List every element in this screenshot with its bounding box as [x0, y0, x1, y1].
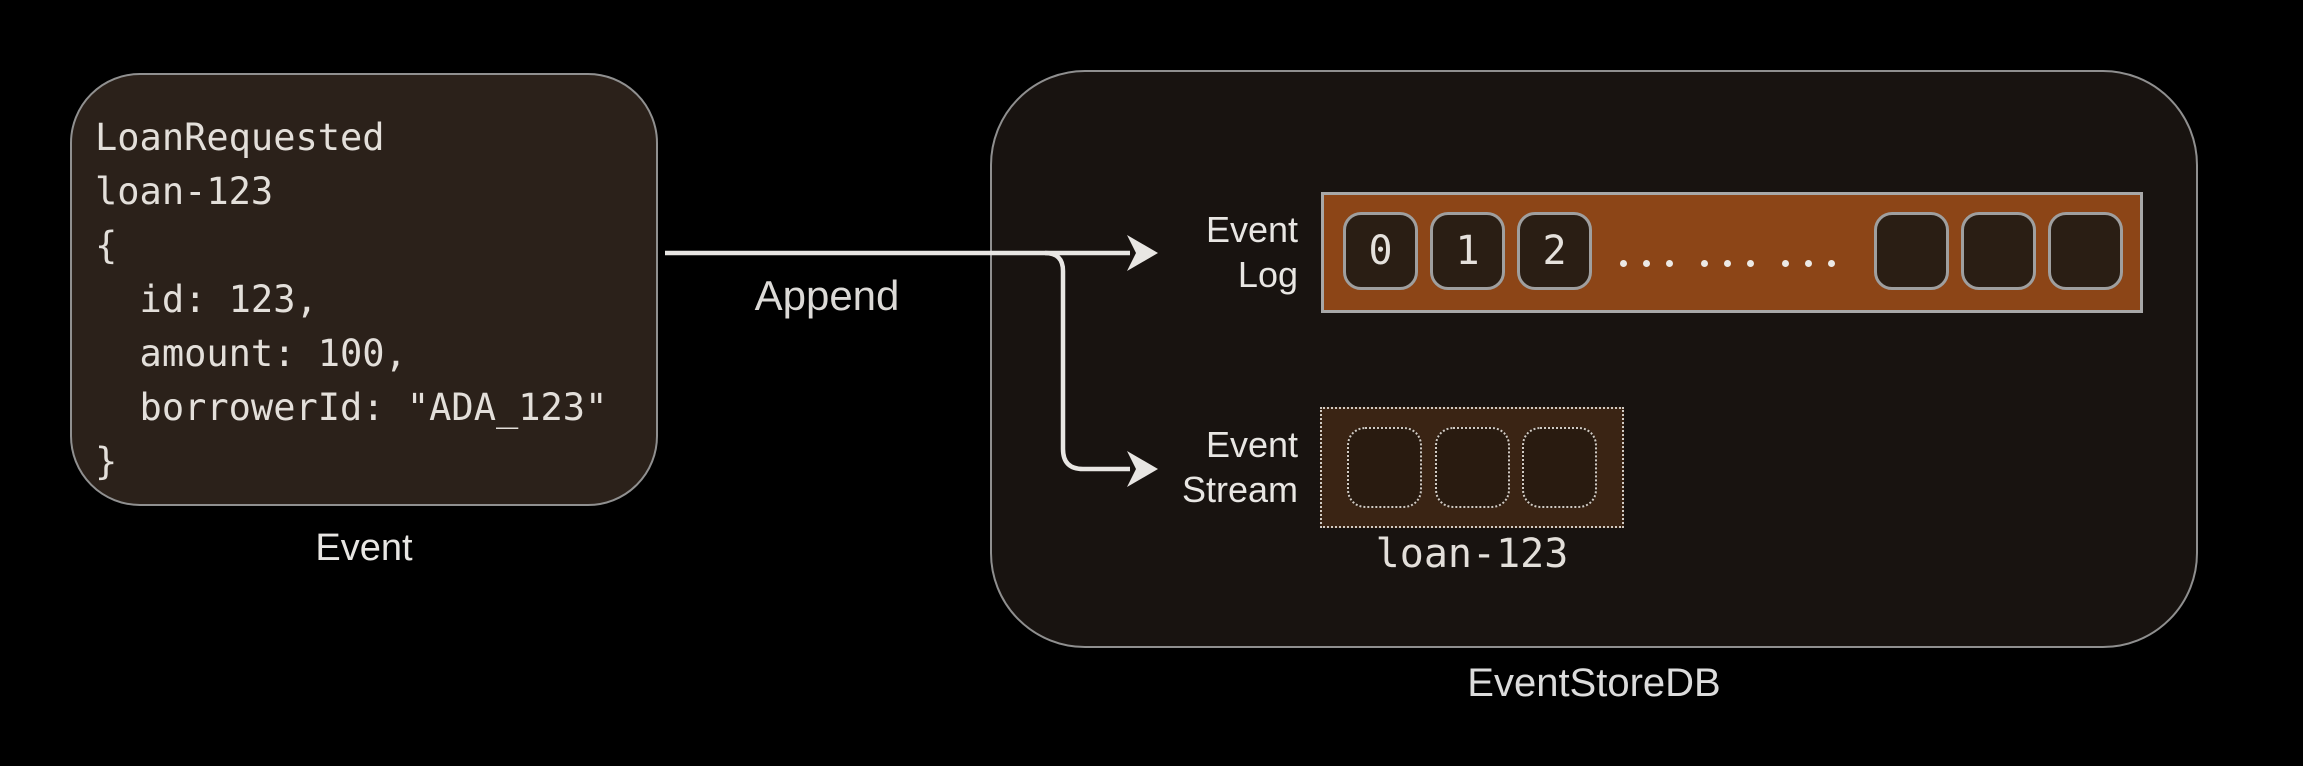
event-card-caption: Event [315, 527, 413, 569]
ellipsis-dots [1620, 260, 1835, 267]
append-arrow [665, 235, 1158, 487]
event-code-line: borrowerId: "ADA_123" [95, 386, 608, 429]
event-code-line: } [95, 440, 118, 483]
event-stream-name: loan-123 [1375, 531, 1569, 577]
event-stream-cell [1347, 427, 1422, 508]
event-log-empty-cell [1961, 212, 2036, 290]
ellipsis-group [1701, 260, 1754, 267]
event-code-line: LoanRequested [95, 116, 385, 159]
event-log-label-line1: Event [1205, 209, 1298, 250]
dot-icon [1828, 260, 1835, 267]
event-log-cell-0: 0 [1343, 212, 1418, 290]
dot-icon [1724, 260, 1731, 267]
ellipsis-group [1620, 260, 1673, 267]
dot-icon [1620, 260, 1627, 267]
event-card: LoanRequested loan-123 { id: 123, amount… [70, 73, 658, 506]
event-log-empty-cell [2048, 212, 2123, 290]
event-log-label-line2: Log [1237, 254, 1298, 295]
event-log-empty-cell [1874, 212, 1949, 290]
event-log-label: Event Log [1028, 207, 1298, 297]
event-stream-cell [1435, 427, 1510, 508]
event-stream-label: Event Stream [1028, 422, 1298, 512]
ellipsis-group [1782, 260, 1835, 267]
event-stream-label-line2: Stream [1181, 469, 1298, 510]
dot-icon [1666, 260, 1673, 267]
event-code-line: loan-123 [95, 170, 274, 213]
event-stream-label-line1: Event [1205, 424, 1298, 465]
dot-icon [1782, 260, 1789, 267]
append-label: Append [754, 272, 900, 319]
event-stream-box [1320, 407, 1624, 528]
dot-icon [1805, 260, 1812, 267]
event-code-line: { [95, 224, 118, 267]
dot-icon [1643, 260, 1650, 267]
dot-icon [1747, 260, 1754, 267]
eventstoredb-caption: EventStoreDB [1467, 661, 1721, 705]
event-log-cell-2: 2 [1517, 212, 1592, 290]
dot-icon [1701, 260, 1708, 267]
event-code-line: amount: 100, [95, 332, 407, 375]
eventstoredb-container [990, 70, 2198, 648]
event-log-cell-1: 1 [1430, 212, 1505, 290]
event-stream-cell [1522, 427, 1597, 508]
arrow-line-branch [1044, 250, 1130, 472]
event-log-bar: 0 1 2 [1321, 192, 2143, 313]
arrowhead-icon [1127, 235, 1158, 271]
arrowhead-icon [1127, 451, 1158, 487]
event-code-line: id: 123, [95, 278, 318, 321]
